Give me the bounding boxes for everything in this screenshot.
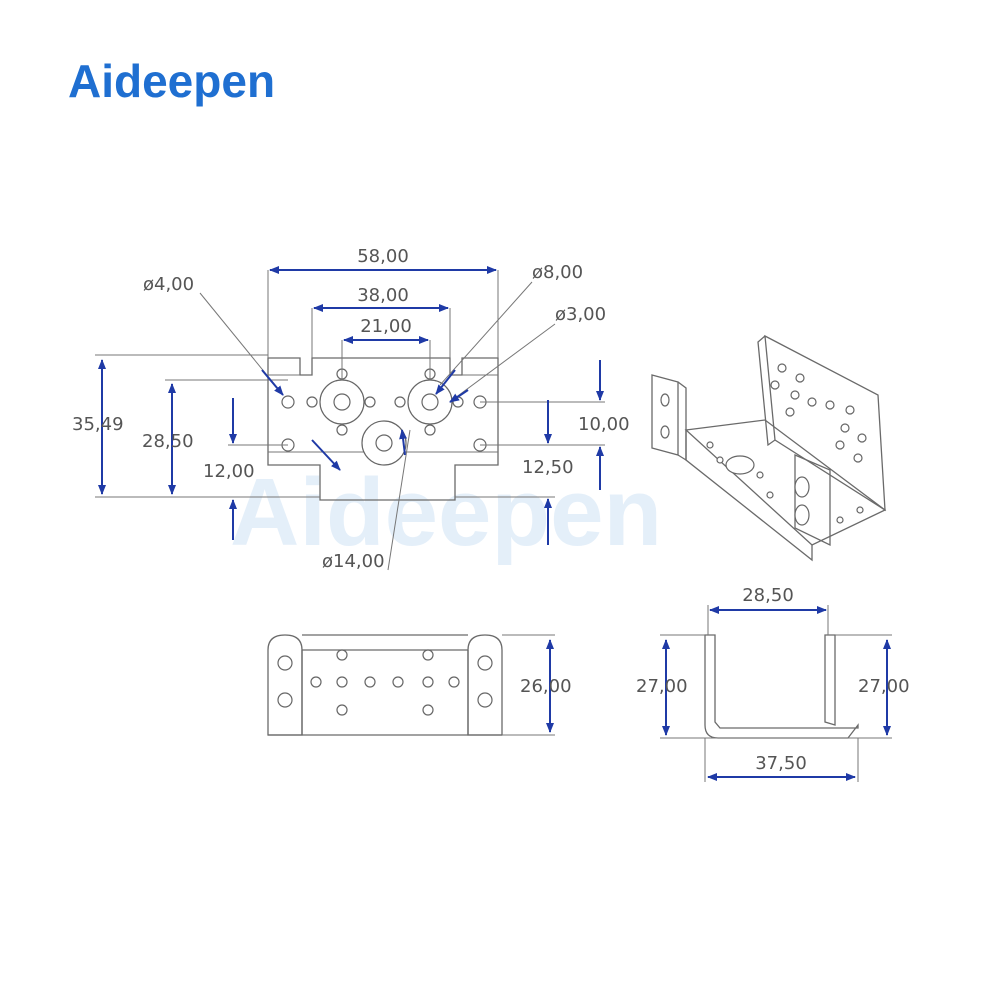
dim-width-inner: 21,00 <box>360 316 412 337</box>
dim-height-low: 12,00 <box>203 461 255 482</box>
dim-width-total: 58,00 <box>357 246 409 267</box>
dim-u-inner-width: 28,50 <box>742 585 794 606</box>
dim-u-left-height: 27,00 <box>636 676 688 697</box>
front-outline <box>267 357 499 501</box>
dim-side-height: 26,00 <box>520 676 572 697</box>
front-holes <box>281 368 487 466</box>
logo-text: Aideepen <box>68 55 275 107</box>
isometric-bracket <box>651 334 887 562</box>
label-hole-d14: ø14,00 <box>322 551 385 572</box>
dim-u-right-height: 27,00 <box>858 676 910 697</box>
dim-height-total: 35,49 <box>72 414 124 435</box>
dim-right-upper: 10,00 <box>578 414 630 435</box>
dim-height-mid: 28,50 <box>142 431 194 452</box>
dim-u-outer-width: 37,50 <box>755 753 807 774</box>
dim-width-mid: 38,00 <box>357 285 409 306</box>
u-view: 28,50 27,00 27,00 37,50 <box>636 585 910 782</box>
side-view: 26,00 <box>267 634 572 736</box>
label-hole-d3: ø3,00 <box>555 304 606 325</box>
front-view: 58,00 38,00 21,00 35,49 28,50 12,00 10,0… <box>72 246 630 572</box>
dim-right-lower: 12,50 <box>522 457 574 478</box>
label-hole-d8: ø8,00 <box>532 262 583 283</box>
brand-logo: Aideepen <box>68 55 275 107</box>
watermark-text: Aideepen <box>230 459 662 566</box>
label-hole-d4: ø4,00 <box>143 274 194 295</box>
